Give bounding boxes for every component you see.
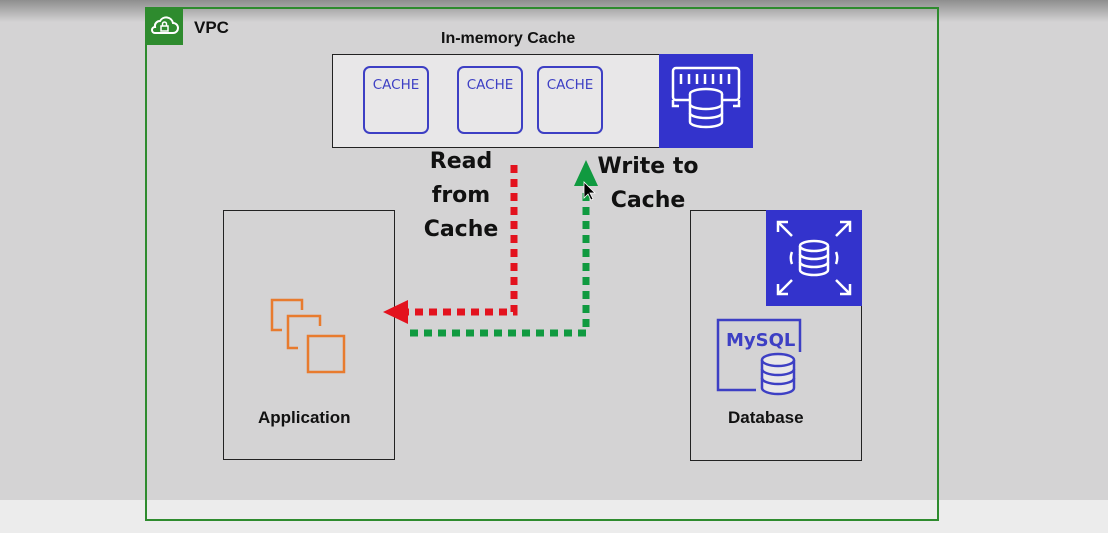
write-to-cache-arrow <box>410 190 590 337</box>
rds-icon <box>766 210 862 306</box>
mouse-cursor-icon <box>583 181 596 201</box>
mysql-database-icon: MySQL <box>716 318 802 396</box>
vpc-label: VPC <box>194 18 229 37</box>
read-arrowhead <box>383 300 408 324</box>
application-box <box>223 210 395 460</box>
write-arrowhead <box>574 160 598 186</box>
ec2-instances-icon <box>270 298 346 374</box>
database-label: Database <box>728 408 804 427</box>
cache-node: CACHE <box>457 66 523 134</box>
read-from-cache-label: Read from Cache <box>423 149 499 242</box>
elasticache-icon <box>659 54 753 148</box>
application-label: Application <box>258 408 351 427</box>
read-from-cache-arrow <box>405 165 518 316</box>
top-shade <box>0 0 1108 22</box>
vpc-badge <box>145 7 183 45</box>
bottom-band <box>0 500 1108 533</box>
cloud-lock-icon <box>151 16 179 34</box>
cache-title: In-memory Cache <box>441 30 576 47</box>
mysql-label: MySQL <box>726 330 795 351</box>
vpc-boundary <box>145 7 939 521</box>
cache-node: CACHE <box>363 66 429 134</box>
cache-node: CACHE <box>537 66 603 134</box>
write-to-cache-label: Write to Cache <box>597 154 699 213</box>
